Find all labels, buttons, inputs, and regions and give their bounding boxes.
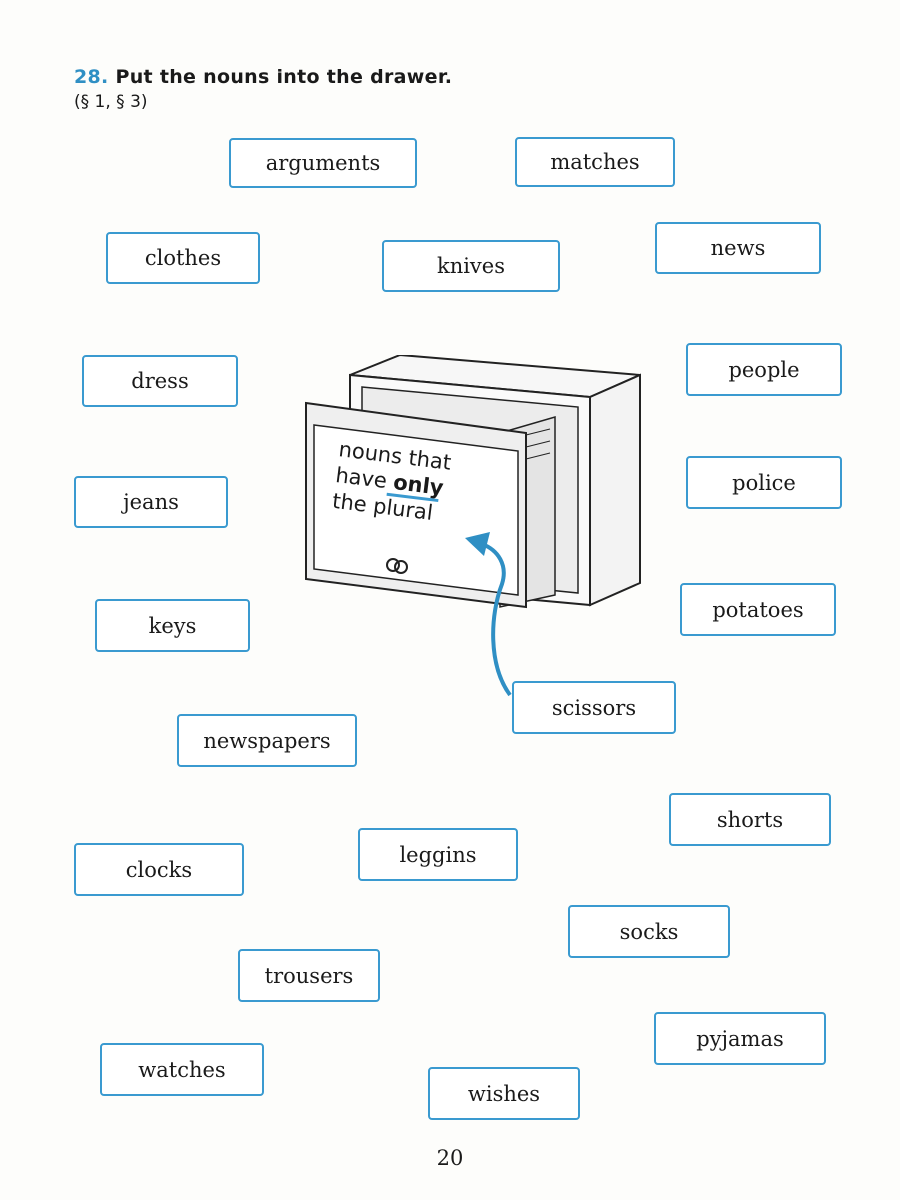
word-box-keys[interactable]: keys bbox=[95, 599, 250, 652]
word-box-pyjamas[interactable]: pyjamas bbox=[654, 1012, 826, 1065]
exercise-number: 28. bbox=[74, 66, 109, 88]
word-box-police[interactable]: police bbox=[686, 456, 842, 509]
word-box-trousers[interactable]: trousers bbox=[238, 949, 380, 1002]
exercise-instruction: Put the nouns into the drawer. bbox=[115, 66, 453, 88]
word-box-leggins[interactable]: leggins bbox=[358, 828, 518, 881]
word-box-matches[interactable]: matches bbox=[515, 137, 675, 187]
word-box-arguments[interactable]: arguments bbox=[229, 138, 417, 188]
word-box-scissors[interactable]: scissors bbox=[512, 681, 676, 734]
drawer-illustration: nouns that have only the plural bbox=[305, 355, 641, 609]
word-box-watches[interactable]: watches bbox=[100, 1043, 264, 1096]
word-box-dress[interactable]: dress bbox=[82, 355, 238, 407]
exercise-header: 28. Put the nouns into the drawer. (§ 1,… bbox=[74, 66, 452, 112]
word-box-knives[interactable]: knives bbox=[382, 240, 560, 292]
word-box-newspapers[interactable]: newspapers bbox=[177, 714, 357, 767]
word-box-potatoes[interactable]: potatoes bbox=[680, 583, 836, 636]
exercise-title: 28. Put the nouns into the drawer. bbox=[74, 66, 452, 88]
exercise-reference: (§ 1, § 3) bbox=[74, 92, 148, 112]
word-box-socks[interactable]: socks bbox=[568, 905, 730, 958]
word-box-news[interactable]: news bbox=[655, 222, 821, 274]
word-box-jeans[interactable]: jeans bbox=[74, 476, 228, 528]
word-box-wishes[interactable]: wishes bbox=[428, 1067, 580, 1120]
page-number: 20 bbox=[436, 1146, 464, 1170]
word-box-people[interactable]: people bbox=[686, 343, 842, 396]
word-box-clothes[interactable]: clothes bbox=[106, 232, 260, 284]
word-box-clocks[interactable]: clocks bbox=[74, 843, 244, 896]
word-box-shorts[interactable]: shorts bbox=[669, 793, 831, 846]
